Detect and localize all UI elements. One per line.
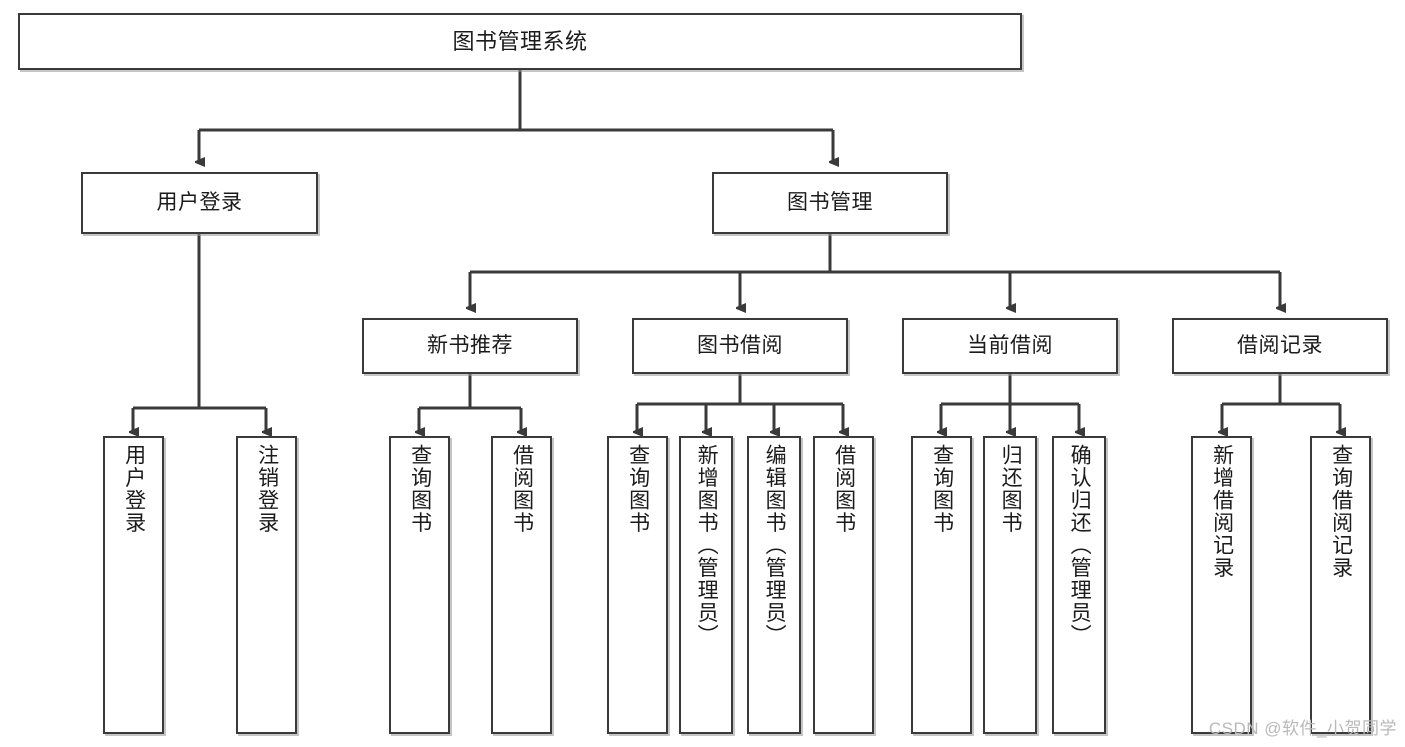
- node-borrow-record-label: 借阅记录: [1237, 333, 1323, 357]
- node-leaf-logout[interactable]: 注销登录: [236, 436, 297, 734]
- node-current-borrow[interactable]: 当前借阅: [902, 318, 1118, 374]
- node-leaf-add-record[interactable]: 新增借阅记录: [1191, 436, 1252, 734]
- node-user-login-label: 用户登录: [156, 190, 243, 214]
- node-new-book-recommend-label: 新书推荐: [427, 333, 513, 357]
- node-leaf-query-record[interactable]: 查询借阅记录: [1310, 436, 1371, 734]
- node-leaf-query-book-3[interactable]: 查询图书: [911, 436, 972, 734]
- node-leaf-user-login[interactable]: 用户登录: [103, 436, 164, 734]
- node-leaf-query-book-1-label: 查询图书: [408, 444, 432, 534]
- node-book-manage-label: 图书管理: [787, 190, 873, 214]
- node-leaf-confirm-return[interactable]: 确认归还（管理员）: [1052, 436, 1106, 734]
- node-leaf-logout-label: 注销登录: [255, 444, 279, 534]
- node-book-borrow-label: 图书借阅: [697, 333, 783, 357]
- node-leaf-add-book-label: 新增图书（管理员）: [695, 444, 719, 647]
- node-leaf-add-record-label: 新增借阅记录: [1210, 444, 1234, 579]
- node-leaf-borrow-book-1[interactable]: 借阅图书: [491, 436, 552, 734]
- node-leaf-user-login-label: 用户登录: [122, 444, 146, 534]
- node-leaf-query-book-2-label: 查询图书: [626, 444, 650, 534]
- node-leaf-confirm-return-label: 确认归还（管理员）: [1068, 444, 1092, 647]
- node-root-label: 图书管理系统: [452, 28, 588, 54]
- node-leaf-query-record-label: 查询借阅记录: [1329, 444, 1353, 579]
- node-leaf-return-book[interactable]: 归还图书: [983, 436, 1037, 734]
- node-leaf-return-book-label: 归还图书: [999, 444, 1023, 534]
- node-new-book-recommend[interactable]: 新书推荐: [362, 318, 578, 374]
- node-borrow-record[interactable]: 借阅记录: [1172, 318, 1388, 374]
- node-leaf-query-book-3-label: 查询图书: [930, 444, 954, 534]
- node-book-manage[interactable]: 图书管理: [712, 172, 948, 234]
- node-root[interactable]: 图书管理系统: [18, 13, 1022, 70]
- node-leaf-edit-book[interactable]: 编辑图书（管理员）: [747, 436, 801, 734]
- node-book-borrow[interactable]: 图书借阅: [632, 318, 848, 374]
- node-leaf-query-book-2[interactable]: 查询图书: [607, 436, 668, 734]
- watermark: CSDN @软件_小贺同学: [1208, 719, 1397, 738]
- node-user-login[interactable]: 用户登录: [81, 172, 318, 234]
- node-leaf-query-book-1[interactable]: 查询图书: [389, 436, 450, 734]
- node-leaf-add-book[interactable]: 新增图书（管理员）: [679, 436, 733, 734]
- node-leaf-borrow-book-1-label: 借阅图书: [510, 444, 534, 534]
- node-leaf-borrow-book-2[interactable]: 借阅图书: [813, 436, 874, 734]
- node-leaf-borrow-book-2-label: 借阅图书: [832, 444, 856, 534]
- node-current-borrow-label: 当前借阅: [967, 333, 1053, 357]
- node-leaf-edit-book-label: 编辑图书（管理员）: [763, 444, 787, 647]
